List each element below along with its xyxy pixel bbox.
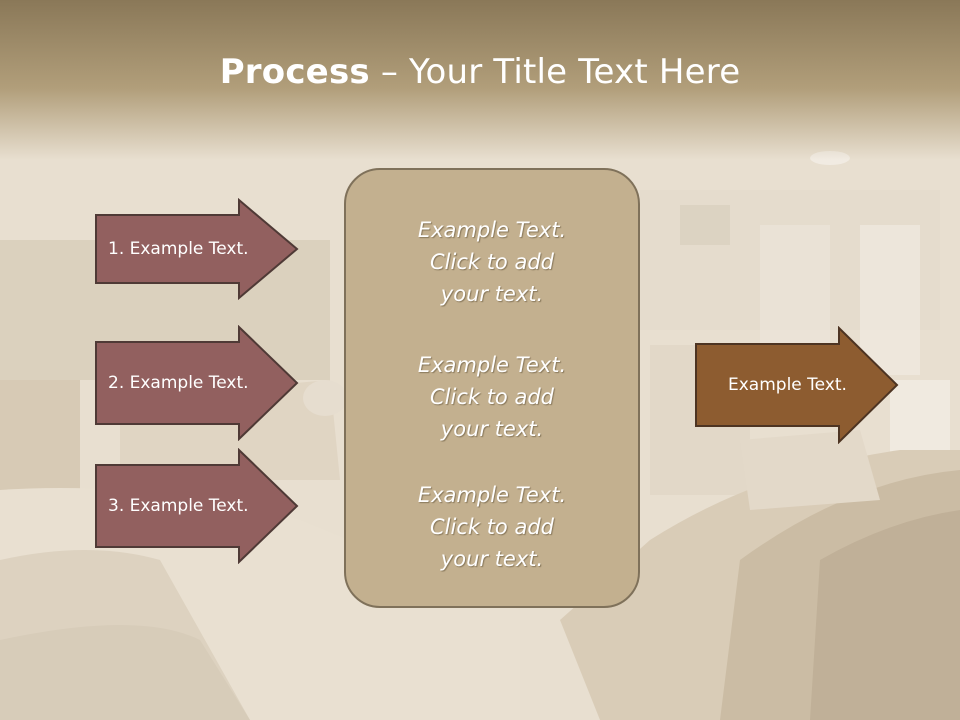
step-arrow-label: 2. Example Text. xyxy=(108,373,249,393)
step-arrow-label: 3. Example Text. xyxy=(108,496,249,516)
center-text-block-3[interactable]: Example Text. Click to add your text. xyxy=(346,479,638,575)
center-text-box[interactable]: Example Text. Click to add your text. Ex… xyxy=(344,168,640,608)
arrow-shape xyxy=(95,325,299,441)
arrow-shape xyxy=(95,198,299,300)
text-line: Example Text. xyxy=(417,218,567,242)
text-line: your text. xyxy=(440,417,544,441)
text-line: Click to add xyxy=(429,385,554,409)
text-line: Click to add xyxy=(429,250,554,274)
title-band xyxy=(0,0,960,160)
text-line: Example Text. xyxy=(417,353,567,377)
title-bold: Process xyxy=(219,52,370,92)
arrow-shape xyxy=(695,326,899,444)
arrow-shape xyxy=(95,448,299,564)
center-text-block-1[interactable]: Example Text. Click to add your text. xyxy=(346,214,638,310)
text-line: your text. xyxy=(440,547,544,571)
step-arrow-3[interactable]: 3. Example Text. xyxy=(94,448,300,564)
text-line: your text. xyxy=(440,282,544,306)
step-arrow-1[interactable]: 1. Example Text. xyxy=(94,198,300,300)
text-line: Example Text. xyxy=(417,483,567,507)
title-rest: – Your Title Text Here xyxy=(369,52,741,92)
step-arrow-2[interactable]: 2. Example Text. xyxy=(94,325,300,441)
center-text-block-2[interactable]: Example Text. Click to add your text. xyxy=(346,349,638,445)
step-arrow-label: 1. Example Text. xyxy=(108,239,249,259)
text-line: Click to add xyxy=(429,515,554,539)
result-arrow-label: Example Text. xyxy=(728,375,847,395)
result-arrow[interactable]: Example Text. xyxy=(694,326,900,444)
slide-title[interactable]: Process – Your Title Text Here xyxy=(0,52,960,92)
